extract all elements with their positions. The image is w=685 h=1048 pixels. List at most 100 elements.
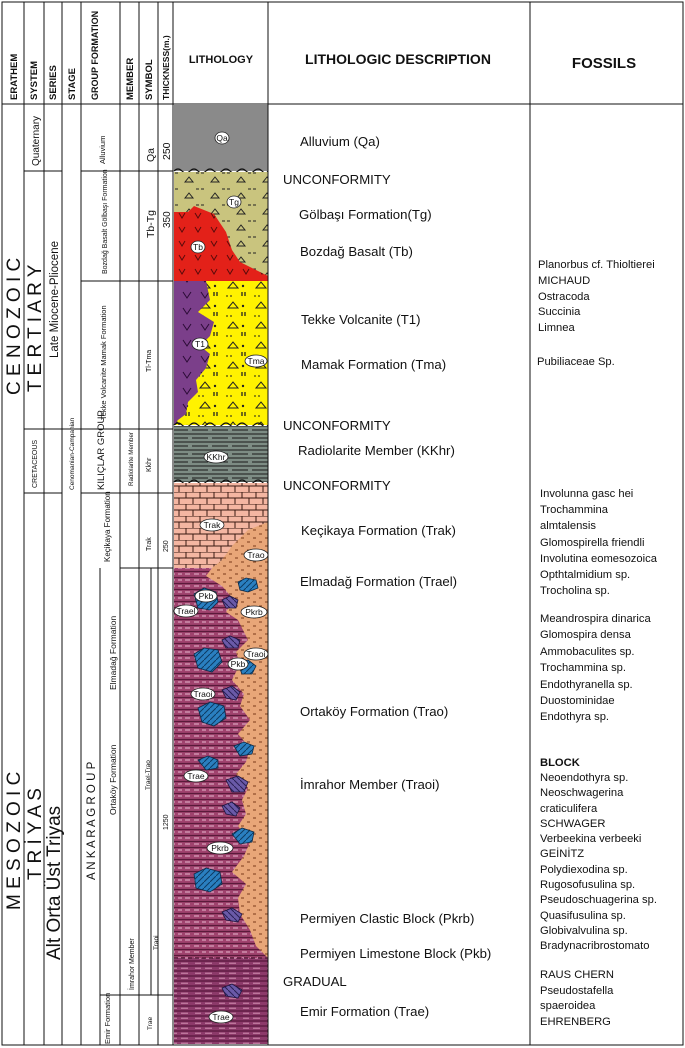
fossil-item: Bradynacribrostomato — [540, 940, 650, 953]
fossil-item: Globivalvulina sp. — [540, 924, 628, 937]
system-triassic: T R İ Y A S — [25, 788, 46, 880]
lith-label-t1: T1 — [195, 339, 205, 349]
formation-alluvium: Alluvium — [98, 136, 107, 164]
unconformity-line-2 — [173, 422, 269, 428]
group-ankara: A N K A R A G R O U P — [86, 761, 98, 880]
desc-limestone-block: Permiyen Limestone Block (Pkb) — [300, 946, 492, 961]
fossil-item: Pseudoschuagerina sp. — [540, 894, 657, 907]
desc-tekke: Tekke Volcanite (T1) — [301, 312, 421, 327]
lith-label-qa: Qa — [216, 133, 228, 143]
thickness-250-top: 250 — [161, 142, 173, 160]
system-tertiary: T E R T I A R Y — [25, 264, 46, 392]
lith-label-pkb-1: Pkb — [199, 591, 214, 601]
fossil-item: almtalensis — [540, 520, 596, 533]
fossil-item: Succinia — [538, 306, 581, 319]
fossil-item: Quasifusulina sp. — [540, 909, 626, 922]
header-lithology: LITHOLOGY — [189, 54, 254, 66]
formation-kecikaya: Keçikaya Formation — [103, 491, 112, 562]
bozdag-basalt-layer — [174, 206, 268, 282]
header-system: SYSTEM — [29, 61, 40, 100]
formation-elmadag: Elmadağ Formation — [108, 616, 118, 690]
symbol-trak: Trak — [146, 537, 153, 551]
thickness-350: 350 — [162, 211, 173, 228]
lith-label-traoi-2: Traoi — [193, 689, 212, 699]
fossil-item: Trochammina sp. — [540, 662, 627, 675]
desc-emir: Emir Formation (Trae) — [300, 1004, 430, 1019]
fossil-item: Opthtalmidium sp. — [540, 569, 631, 582]
fossil-pubiliaceae: Pubiliaceae Sp. — [537, 356, 615, 368]
header-description: LITHOLOGIC DESCRIPTION — [305, 51, 491, 67]
fossil-item: Pseudostafella — [540, 984, 614, 997]
series-late-miocene: Late Miocene-Pliocene — [49, 241, 61, 358]
fossil-item: Ammobaculites sp. — [540, 645, 635, 658]
thickness-1250: 1250 — [163, 814, 170, 830]
system-cretaceous: CRETACEOUS — [32, 440, 39, 488]
desc-unconformity-2: UNCONFORMITY — [283, 418, 391, 433]
fossil-item: RAUS CHERN — [540, 969, 614, 981]
symbol-traeltrao: Trael-Trao — [145, 760, 152, 790]
symbol-tbtg: Tb-Tg — [145, 210, 157, 238]
fossils-tertiary: Planorbus cf. Thioltierei MICHAUD Ostrac… — [538, 258, 655, 335]
desc-mamak: Mamak Formation (Tma) — [301, 357, 447, 372]
fossil-item: Trocholina sp. — [540, 585, 610, 598]
lith-label-tb: Tb — [193, 242, 203, 252]
fossil-item: Planorbus cf. Thioltierei — [538, 259, 655, 271]
fossils-block: Neoendothyra sp. Neoschwagerina craticul… — [540, 771, 657, 955]
limestone-blocks — [193, 577, 259, 893]
thickness-250-mid: 250 — [163, 540, 170, 552]
fossils-block-title: BLOCK — [540, 757, 580, 769]
desc-bozdag: Bozdağ Basalt (Tb) — [300, 244, 413, 259]
member-radiolarite: Radiolarite Member — [128, 432, 135, 486]
fossil-item: SCHWAGER — [540, 817, 606, 830]
lith-label-kkhr: KKhr — [207, 452, 226, 462]
fossil-item: Polydiexodina sp. — [540, 863, 628, 876]
lith-label-trael: Trael — [176, 606, 195, 616]
fossil-item: Rugosofusulina sp. — [540, 879, 636, 892]
header-member: MEMBER — [125, 58, 136, 100]
ortakoy-layer — [206, 522, 268, 958]
fossil-item: Neoendothyra sp. — [540, 772, 629, 784]
lith-label-traoi-1: Traoi — [246, 649, 265, 659]
formation-tekke-mamak: Tekke Volcanite Mamak Formation — [99, 305, 108, 420]
formation-imrahor: İmrahor Member — [127, 938, 136, 990]
formation-bozdag-golbasi: Bozdağ Basalt Gölbaşı Formation — [102, 169, 109, 274]
symbol-trae: Trae — [147, 1016, 154, 1030]
fossil-item: craticulifera — [540, 802, 598, 815]
fossils-trae: RAUS CHERN Pseudostafella spaeroidea EHR… — [540, 968, 614, 1030]
erathem-mesozoic: M E S O Z O I C — [4, 772, 25, 910]
fossil-item: Ostracoda — [538, 290, 590, 303]
header-symbol: SYMBOL — [144, 59, 155, 100]
desc-gradual: GRADUAL — [283, 974, 347, 989]
header-thickness: THICKNESS(m.) — [161, 35, 171, 100]
lith-label-pkrb-1: Pkrb — [245, 607, 263, 617]
stage-cenomanian: Cenomanian-Campanian — [69, 417, 76, 490]
fossil-item: GEİNİTZ — [540, 848, 585, 861]
fossil-item: spaeroidea — [540, 1000, 596, 1012]
desc-ortakoy: Ortaköy Formation (Trao) — [300, 704, 449, 719]
fossil-item: Duostominidae — [540, 695, 615, 708]
fossil-item: Trochammina — [540, 504, 608, 517]
desc-golbasi: Gölbaşı Formation(Tg) — [299, 207, 432, 222]
erathem-cenozoic: C E N O Z O I C — [4, 258, 25, 395]
desc-unconformity-3: UNCONFORMITY — [283, 478, 391, 493]
fossils-trao: Meandrospira dinarica Glomospira densa A… — [540, 611, 651, 726]
fossil-item: MICHAUD — [538, 275, 591, 288]
tekke-volcanite-layer — [174, 281, 214, 425]
series-triassic: Alt Orta Üst Triyas — [44, 806, 65, 960]
system-quaternary: Quaternary — [31, 116, 42, 166]
desc-radiolarite: Radiolarite Member (KKhr) — [298, 443, 455, 458]
lith-label-trae-2: Trae — [212, 1012, 229, 1022]
header-stage: STAGE — [67, 68, 78, 100]
lith-label-trak: Trak — [204, 520, 221, 530]
lith-label-pkrb-2: Pkrb — [211, 843, 229, 853]
clastic-blocks — [221, 595, 249, 999]
fossil-item: Involutina eomesozoica — [540, 552, 657, 565]
desc-unconformity-1: UNCONFORMITY — [283, 172, 391, 187]
fossil-item: Limnea — [538, 321, 575, 334]
fossil-item: Endothyranella sp. — [540, 678, 633, 691]
unconformity-line-3 — [173, 479, 269, 485]
fossil-item: Glomospira densa — [540, 629, 631, 642]
desc-kecikaya: Keçikaya Formation (Trak) — [301, 523, 456, 538]
lithology-label-ovals — [173, 131, 269, 1024]
